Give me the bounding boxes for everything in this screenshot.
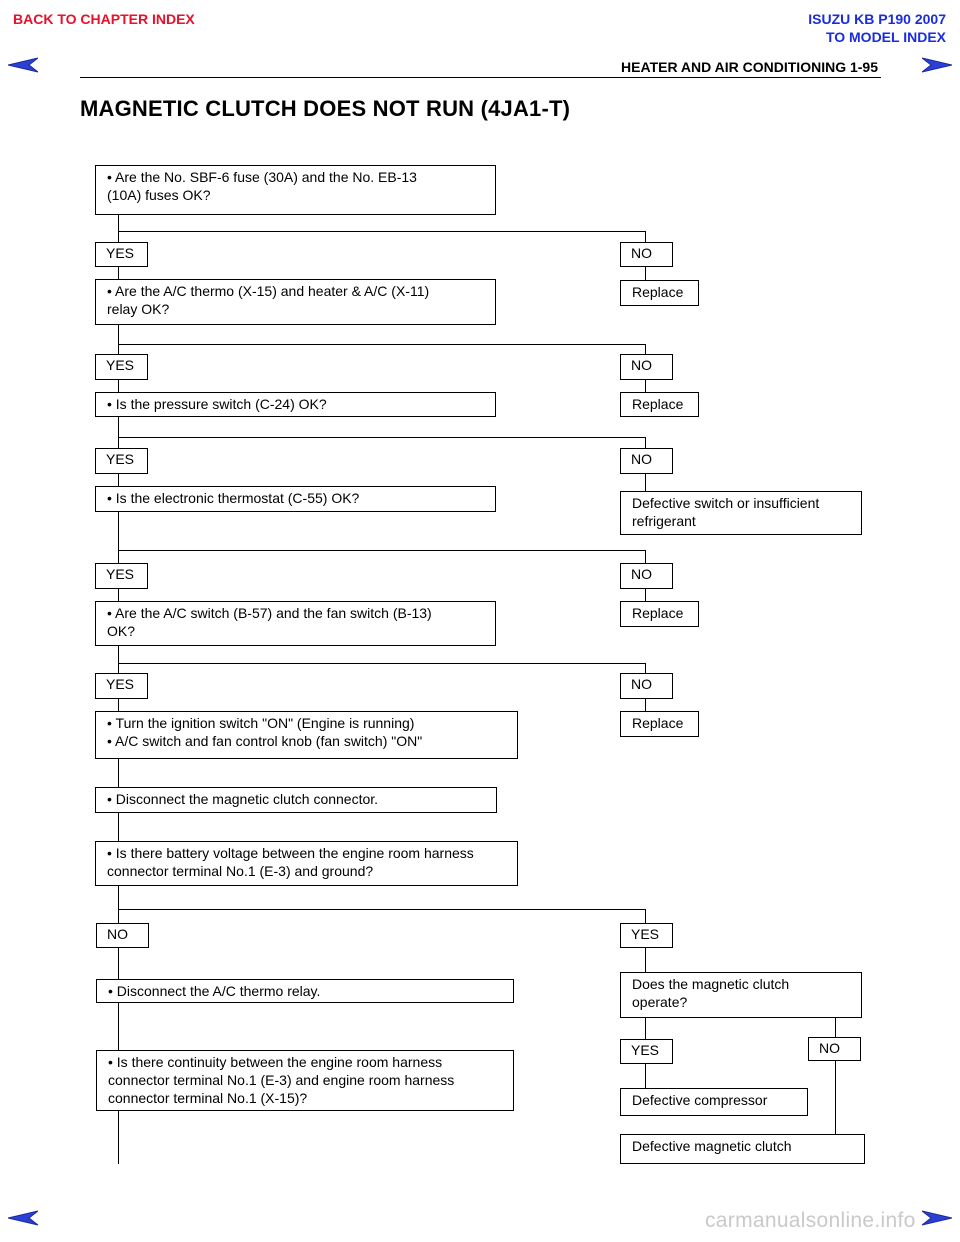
no-label: NO	[808, 1037, 861, 1061]
yes-label: YES	[95, 563, 148, 589]
no-label: NO	[96, 923, 149, 948]
question-battery-voltage: • Is there battery voltage between the e…	[95, 841, 518, 886]
question-continuity: • Is there continuity between the engine…	[96, 1050, 514, 1111]
no-label: NO	[620, 563, 673, 589]
result-replace: Replace	[620, 601, 699, 627]
arrow-left-icon[interactable]	[8, 1210, 38, 1226]
arrow-right-icon[interactable]	[922, 57, 952, 73]
model-index-link[interactable]: TO MODEL INDEX	[825, 29, 946, 45]
no-label: NO	[620, 354, 673, 380]
no-label: NO	[620, 673, 673, 699]
question-clutch-operate: Does the magnetic clutch operate?	[620, 972, 862, 1018]
section-header: HEATER AND AIR CONDITIONING 1-95	[621, 59, 878, 75]
question-electronic-thermostat: • Is the electronic thermostat (C-55) OK…	[95, 486, 496, 512]
result-replace: Replace	[620, 392, 699, 417]
page-title: MAGNETIC CLUTCH DOES NOT RUN (4JA1-T)	[80, 96, 571, 121]
yes-label: YES	[95, 673, 148, 699]
result-replace: Replace	[620, 711, 699, 737]
step-disconnect-thermo-relay: • Disconnect the A/C thermo relay.	[96, 979, 514, 1003]
question-ac-fan-switch: • Are the A/C switch (B-57) and the fan …	[95, 601, 496, 646]
question-pressure-switch: • Is the pressure switch (C-24) OK?	[95, 392, 496, 417]
yes-label: YES	[95, 242, 148, 267]
question-fuses: • Are the No. SBF-6 fuse (30A) and the N…	[95, 165, 496, 215]
no-label: NO	[620, 448, 673, 474]
result-defective-compressor: Defective compressor	[620, 1088, 808, 1116]
back-to-chapter-index-link[interactable]: BACK TO CHAPTER INDEX	[13, 11, 195, 27]
arrow-right-icon[interactable]	[922, 1210, 952, 1226]
step-ignition-on: • Turn the ignition switch "ON" (Engine …	[95, 711, 518, 759]
arrow-left-icon[interactable]	[8, 57, 38, 73]
step-disconnect-clutch-connector: • Disconnect the magnetic clutch connect…	[95, 787, 497, 813]
watermark: carmanualsonline.info	[705, 1209, 916, 1232]
result-defective-switch-refrigerant: Defective switch or insufficient refrige…	[620, 491, 862, 535]
header-rule	[80, 77, 881, 78]
result-replace: Replace	[620, 280, 699, 306]
yes-label: YES	[95, 354, 148, 380]
yes-label: YES	[95, 448, 148, 474]
no-label: NO	[620, 242, 673, 267]
model-title-link[interactable]: ISUZU KB P190 2007	[808, 11, 946, 27]
yes-label: YES	[620, 923, 673, 948]
result-defective-magnetic-clutch: Defective magnetic clutch	[620, 1134, 865, 1164]
yes-label: YES	[620, 1039, 673, 1064]
question-thermo-relay: • Are the A/C thermo (X-15) and heater &…	[95, 279, 496, 325]
